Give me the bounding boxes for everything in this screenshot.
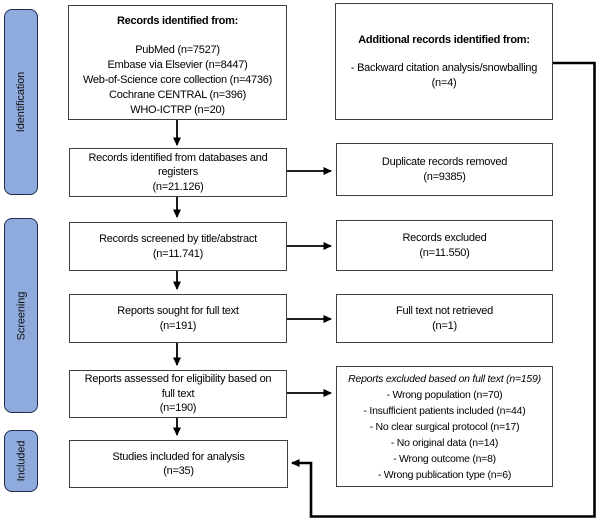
box-title: Records identified from: [116,15,239,27]
box-label: Records excluded [402,232,487,244]
exclusion-reason: - No original data (n=14) [390,436,499,449]
source-line: WHO-ICTRP (n=20) [130,103,225,116]
box-label: Reports sought for full text [117,305,239,317]
exclusion-reason: - No clear surgical protocol (n=17) [369,420,520,433]
box-title: Additional records identified from: [358,33,530,46]
box-title: Reports excluded based on full text (n=1… [348,372,541,385]
source-line: Embase via Elsevier (n=8447) [107,58,248,71]
box-label: Duplicate records removed [381,156,508,168]
exclusion-reason: - Wrong outcome (n=8) [393,452,496,465]
box-label: Studies included for analysis [112,450,245,463]
box-screened-title-abstract: Records screened by title/abstract (n=11… [69,222,287,271]
source-line: Cochrane CENTRAL (n=396) [109,88,246,101]
box-count: (n=9385) [423,170,466,183]
box-records-excluded: Records excluded (n=11.550) [336,220,553,271]
box-count: (n=11.550) [419,246,470,259]
stage-label-screening: Screening [15,291,28,340]
box-count: (n=1) [432,319,457,332]
box-count: (n=11.741) [152,247,204,260]
box-count: (n=4) [431,76,457,89]
exclusion-reason: - Wrong population (n=70) [386,388,503,401]
box-count: (n=191) [159,319,197,332]
box-sought-full-text: Reports sought for full text (n=191) [69,294,287,343]
stage-label-identification: Identification [15,71,27,133]
stage-bar-identification: Identification [4,9,38,195]
box-records-identified: Records identified from: PubMed (n=7527)… [68,5,287,120]
exclusion-reason: - Wrong publication type (n=6) [377,468,512,481]
box-count: (n=21.126) [152,180,204,193]
box-label: Records screened by title/abstract [99,233,257,245]
box-count: (n=35) [163,465,194,477]
box-databases-registers: Records identified from databases and re… [69,148,287,197]
box-line: - Backward citation analysis/snowballing [350,62,538,75]
box-label: Full text not retrieved [396,305,493,317]
stage-bar-screening: Screening [4,218,38,413]
box-full-text-not-retrieved: Full text not retrieved (n=1) [336,294,553,343]
box-reports-excluded-full-text: Reports excluded based on full text (n=1… [336,366,553,487]
box-duplicates-removed: Duplicate records removed (n=9385) [336,143,553,196]
box-assessed-eligibility: Reports assessed for eligibility based o… [69,370,287,418]
box-label: Records identified from databases and re… [88,151,268,179]
box-additional-records: Additional records identified from: - Ba… [335,3,553,120]
box-studies-included: Studies included for analysis (n=35) [69,440,288,488]
box-count: (n=190) [159,402,197,415]
exclusion-reason: - Insufficient patients included (n=44) [363,404,526,417]
stage-bar-included: Included [4,430,38,492]
stage-label-included: Included [15,440,28,482]
source-line: Web-of-Science core collection (n=4736) [82,73,273,86]
box-label: Reports assessed for eligibility based o… [84,373,272,400]
source-line: PubMed (n=7527) [135,43,220,56]
